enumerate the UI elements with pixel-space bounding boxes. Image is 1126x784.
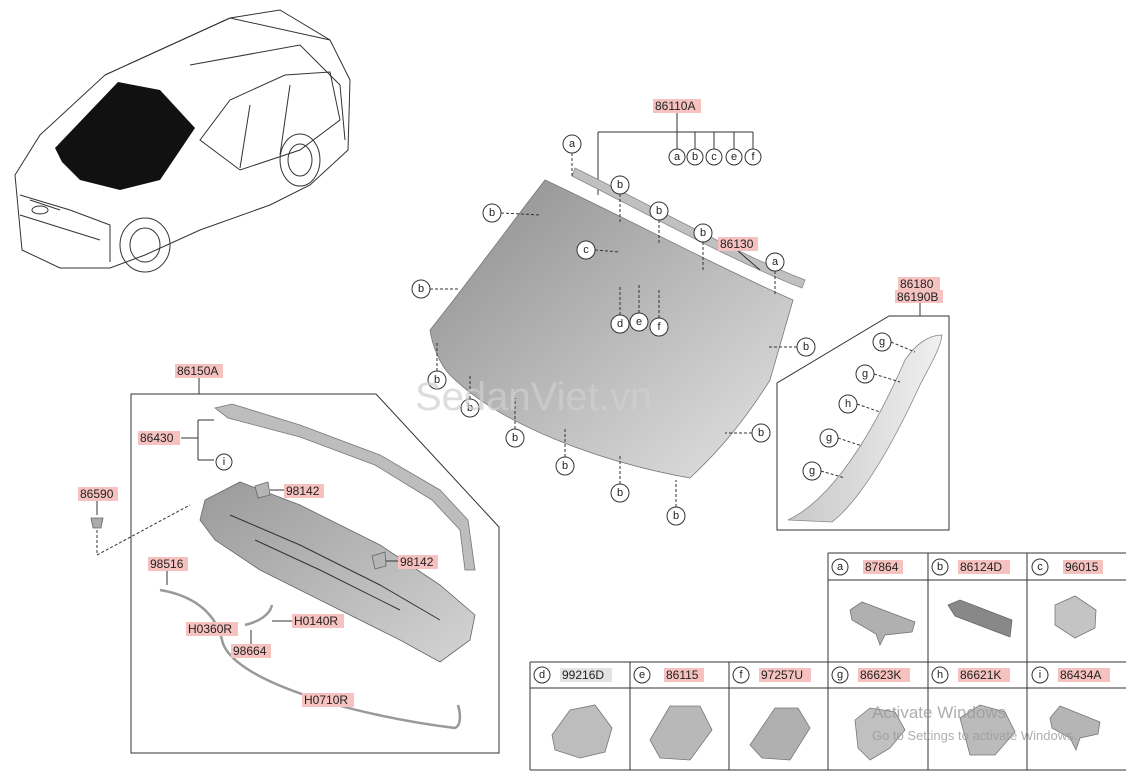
callout-group-row: a b c e f: [668, 148, 762, 166]
svg-text:c: c: [583, 244, 589, 256]
thumb-97257U: [749, 707, 811, 761]
cowl-panel: [199, 481, 476, 663]
svg-text:Activate Windows: Activate Windows: [872, 703, 1006, 722]
thumb-86115: [649, 705, 713, 761]
svg-text:g: g: [809, 465, 815, 477]
svg-text:b: b: [673, 510, 679, 522]
svg-text:b: b: [418, 283, 424, 295]
svg-text:e: e: [636, 316, 642, 328]
svg-text:i: i: [223, 456, 225, 468]
vehicle-illustration: [14, 9, 351, 273]
thumb-86621K: [959, 704, 1016, 756]
label-86130: 86130: [720, 237, 754, 251]
label-86590: 86590: [80, 487, 114, 501]
windshield-leaders: [430, 153, 797, 507]
label-86190B: 86190B: [897, 290, 938, 304]
windshield-group: 86110A a b c e f 86130 a a b b b b b b b…: [411, 99, 816, 526]
svg-text:h: h: [937, 669, 943, 681]
label-86430: 86430: [140, 431, 174, 445]
svg-text:a: a: [837, 561, 844, 573]
svg-text:e: e: [731, 151, 737, 163]
activate-windows-overlay: Activate Windows Go to Settings to activ…: [872, 703, 1077, 743]
svg-text:Go to Settings to activate Win: Go to Settings to activate Windows.: [872, 728, 1077, 743]
legend-part-g: 86623K: [860, 668, 901, 682]
legend-part-b: 86124D: [960, 560, 1002, 574]
thumb-86623K: [854, 707, 906, 761]
svg-text:a: a: [569, 138, 576, 150]
svg-text:f: f: [751, 151, 755, 163]
legend-table: a 87864 b 86124D c 96015 d 99216D e 8611…: [529, 552, 1126, 771]
thumb-86434A: [1049, 705, 1101, 752]
svg-text:b: b: [758, 427, 764, 439]
thumb-99216D: [551, 704, 613, 759]
label-86150A: 86150A: [177, 364, 218, 378]
svg-text:g: g: [837, 669, 843, 681]
svg-text:b: b: [562, 460, 568, 472]
legend-part-c: 96015: [1065, 560, 1099, 574]
svg-text:b: b: [617, 179, 623, 191]
svg-text:d: d: [617, 318, 623, 330]
svg-text:c: c: [711, 151, 717, 163]
svg-text:f: f: [657, 321, 661, 333]
svg-text:b: b: [434, 374, 440, 386]
cowl-group: 86150A 86430 i 86590 98142 98142 98516: [78, 364, 500, 754]
svg-text:b: b: [692, 151, 698, 163]
svg-text:b: b: [489, 207, 495, 219]
legend-part-f: 97257U: [761, 668, 803, 682]
svg-text:a: a: [674, 151, 681, 163]
svg-text:c: c: [1037, 561, 1043, 573]
legend-part-h: 86621K: [960, 668, 1001, 682]
legend-part-d: 99216D: [562, 668, 604, 682]
watermark: SedanViet.vn: [415, 375, 652, 419]
hood-highlight: [55, 82, 195, 190]
label-86110A: 86110A: [655, 99, 695, 113]
svg-text:h: h: [845, 398, 851, 410]
windshield-callouts: a a b b b b b b b b b b b b b c d e f: [411, 134, 816, 526]
label-98142-a: 98142: [286, 484, 320, 498]
svg-text:a: a: [772, 256, 779, 268]
svg-text:b: b: [467, 402, 473, 414]
pillar-trim-group: 86180 86190B g g h g g: [776, 277, 950, 531]
label-H0710R: H0710R: [304, 693, 348, 707]
label-98516: 98516: [150, 557, 184, 571]
svg-text:b: b: [656, 205, 662, 217]
washer-hose: [159, 588, 462, 730]
thumb-96015: [1054, 595, 1097, 639]
thumb-86124D: [947, 599, 1013, 638]
windshield-glass: [429, 179, 794, 479]
label-98142-b: 98142: [400, 555, 434, 569]
pillar-trim: [787, 334, 943, 523]
svg-text:e: e: [639, 669, 645, 681]
label-86180: 86180: [900, 277, 934, 291]
legend-part-i: 86434A: [1060, 668, 1101, 682]
svg-text:b: b: [617, 487, 623, 499]
svg-text:i: i: [1039, 669, 1041, 681]
svg-text:b: b: [512, 432, 518, 444]
svg-text:b: b: [803, 341, 809, 353]
legend-part-a: 87864: [865, 560, 899, 574]
svg-text:g: g: [879, 336, 885, 348]
legend-part-e: 86115: [666, 668, 699, 682]
clip-86590: [90, 517, 104, 529]
svg-text:b: b: [937, 561, 943, 573]
svg-text:d: d: [539, 669, 545, 681]
label-98664: 98664: [233, 644, 267, 658]
svg-text:g: g: [862, 368, 868, 380]
label-H0360R: H0360R: [188, 622, 232, 636]
svg-text:f: f: [739, 669, 743, 681]
cowl-seal: [214, 403, 476, 571]
thumb-87864: [849, 601, 916, 647]
svg-text:b: b: [700, 227, 706, 239]
label-H0140R: H0140R: [294, 614, 338, 628]
svg-text:g: g: [826, 432, 832, 444]
